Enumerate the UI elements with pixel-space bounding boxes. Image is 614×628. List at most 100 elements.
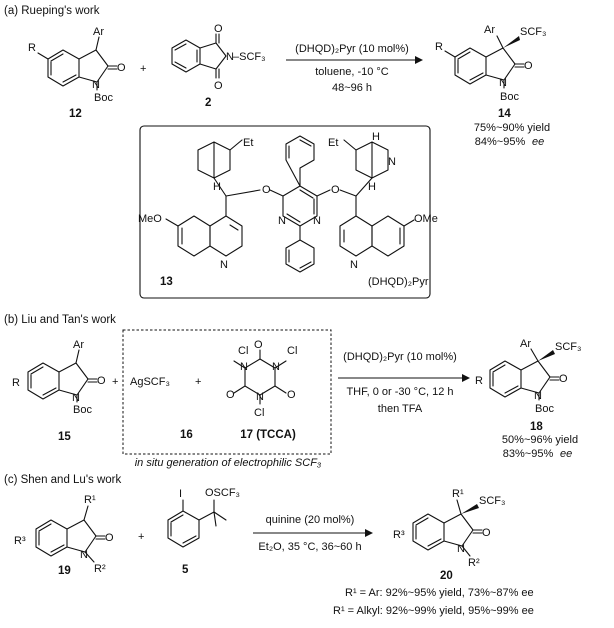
compound-18-ee-label: ee [560, 448, 572, 460]
compound-18-N-label: N [534, 390, 542, 402]
plus-sign-b2: + [195, 376, 201, 388]
catalyst-N-quinoline-left: N [220, 259, 228, 271]
catalyst-13-structure [165, 135, 415, 273]
section-c-title: (c) Shen and Lu's work [4, 474, 122, 486]
compound-20-SCF3-label: SCF₃ [479, 495, 505, 507]
catalyst-N-left: N [278, 215, 286, 227]
compound-16-number: 16 [180, 429, 193, 441]
catalyst-MeO-label: MeO [138, 213, 162, 225]
compound-17-structure [233, 349, 287, 405]
compound-19-R2-label: R² [94, 563, 106, 575]
compound-18-structure [489, 348, 560, 401]
catalyst-13-name: (DHQD)₂Pyr [368, 276, 429, 288]
compound-2-SCF3-label: –SCF₃ [233, 51, 266, 63]
compound-5-number: 5 [182, 564, 189, 576]
compound-12-R-label: R [28, 42, 36, 54]
compound-14-Boc-label: Boc [500, 91, 519, 103]
section-a-title: (a) Rueping's work [4, 5, 100, 17]
compound-12-N-label: N [92, 79, 100, 91]
plus-sign-c: + [138, 531, 144, 543]
catalyst-H-left: H [213, 181, 221, 193]
compound-14-SCF3-label: SCF₃ [520, 26, 546, 38]
compound-19-number: 19 [58, 565, 71, 577]
arrow-head-b [462, 374, 470, 382]
compound-20-structure [412, 499, 483, 557]
catalyst-N-quin-right: N [388, 156, 396, 168]
tcca-O-right: O [287, 389, 296, 401]
tcca-Cl-bottom: Cl [254, 407, 264, 419]
conditions-b-catalyst: (DHQD)₂Pyr (10 mol%) [343, 351, 457, 363]
compound-15-R-label: R [12, 377, 20, 389]
arrow-head-c [365, 529, 373, 537]
compound-5-I-label: I [179, 488, 182, 500]
section-b-title: (b) Liu and Tan's work [4, 314, 116, 326]
catalyst-H-right-top: H [372, 131, 380, 143]
compound-12-number: 12 [69, 108, 82, 120]
conditions-c-catalyst: quinine (20 mol%) [266, 514, 355, 526]
compound-20-R1-label: R¹ [452, 488, 464, 500]
compound-18-SCF3-label: SCF₃ [555, 341, 581, 353]
catalyst-N-quinoline-right: N [350, 259, 358, 271]
compound-15-structure [27, 349, 98, 403]
catalyst-O-right: O [331, 184, 340, 196]
conditions-a-catalyst: (DHQD)₂Pyr (10 mol%) [295, 43, 409, 55]
compound-19-R3-label: R³ [14, 535, 26, 547]
compound-14-structure [444, 35, 525, 89]
compound-18-O-label: O [559, 373, 568, 385]
compound-18-yield: 50%~96% yield [502, 434, 578, 446]
catalyst-H-right: H [368, 181, 376, 193]
catalyst-OMe-label: OMe [414, 213, 438, 225]
compound-15-N-label: N [72, 392, 80, 404]
tcca-N-right: N [272, 361, 280, 373]
compound-20-number: 20 [440, 570, 453, 582]
compound-15-number: 15 [58, 431, 71, 443]
catalyst-Et-right: Et [328, 137, 338, 149]
compound-12-Boc-label: Boc [94, 92, 113, 104]
compound-18-number: 18 [530, 421, 543, 433]
compound-19-N-label: N [80, 549, 88, 561]
result-line-alkyl: R¹ = Alkyl: 92%~99% yield, 95%~99% ee [333, 605, 534, 617]
compound-2-structure [171, 33, 227, 79]
compound-19-structure [35, 505, 106, 563]
compound-2-N-label: N [226, 51, 234, 63]
compound-18-ee-value: 83%~95% [503, 448, 554, 460]
in-situ-dashed-box [122, 329, 332, 455]
plus-sign: + [140, 63, 146, 75]
compound-20-N-label: N [457, 543, 465, 555]
conditions-b-solvent: THF, 0 or -30 °C, 12 h [346, 386, 453, 398]
compound-19-R1-label: R¹ [84, 494, 96, 506]
compound-18-Boc-label: Boc [535, 403, 554, 415]
compound-5-structure [167, 499, 227, 548]
reagent-16-formula: AgSCF₃ [130, 376, 170, 388]
tcca-O-left: O [226, 389, 235, 401]
compound-12-structure [37, 36, 118, 91]
compound-14-ee-value: 84%~95% [475, 136, 526, 148]
compound-18-R-label: R [475, 375, 483, 387]
tcca-N-bottom: N [256, 391, 264, 403]
catalyst-N-right: N [313, 215, 321, 227]
conditions-b-workup: then TFA [378, 403, 423, 415]
compound-14-Ar-label: Ar [484, 24, 495, 36]
tcca-N-left: N [240, 361, 248, 373]
tcca-Cl-top-right: Cl [287, 345, 297, 357]
compound-15-O-label: O [97, 375, 106, 387]
compound-15-Boc-label: Boc [73, 404, 92, 416]
compound-12-O-label: O [117, 62, 126, 74]
compound-17-number: 17 (TCCA) [240, 429, 296, 441]
compound-14-ee-label: ee [532, 136, 544, 148]
compound-2-O-bottom: O [214, 80, 223, 92]
compound-14-R-label: R [435, 41, 443, 53]
compound-14-yield: 75%~90% yield [474, 122, 550, 134]
tcca-Cl-top-left: Cl [238, 345, 248, 357]
conditions-a-solvent: toluene, -10 °C [315, 66, 389, 78]
compound-15-Ar-label: Ar [73, 339, 84, 351]
arrow-head-a [415, 56, 423, 64]
compound-20-R3-label: R³ [393, 529, 405, 541]
catalyst-O-left: O [262, 184, 271, 196]
result-line-aryl: R¹ = Ar: 92%~95% yield, 73%~87% ee [345, 587, 534, 599]
compound-18-Ar-label: Ar [520, 338, 531, 350]
compound-14-number: 14 [498, 108, 511, 120]
compound-20-R2-label: R² [468, 557, 480, 569]
catalyst-Et-left: Et [243, 137, 253, 149]
